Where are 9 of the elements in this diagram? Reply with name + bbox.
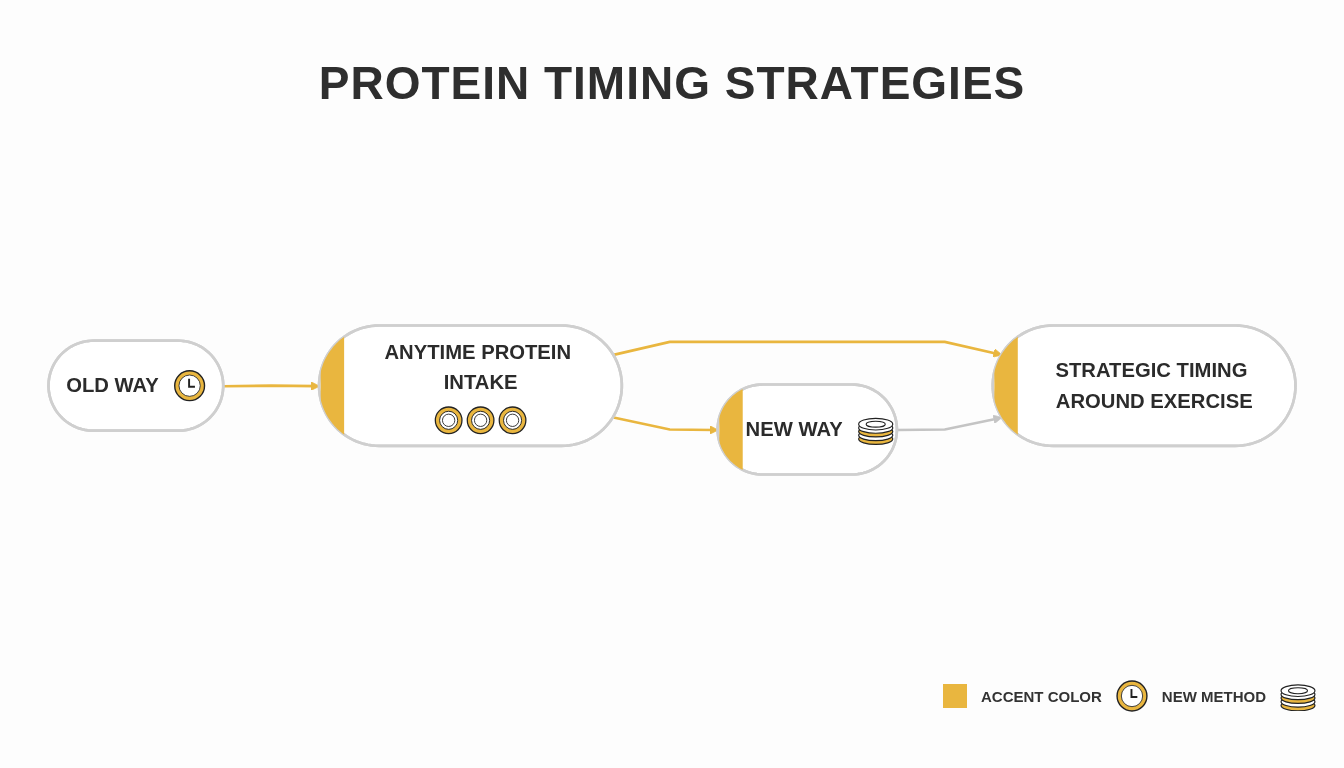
- node-label: ANYTIME PROTEIN INTAKE: [383, 339, 573, 396]
- legend-label: NEW METHOD: [1161, 687, 1266, 705]
- diagram-title: PROTEIN TIMING STRATEGIES: [318, 56, 1026, 110]
- arrow: [897, 414, 1003, 432]
- node-label: STRATEGIC TIMING AROUND EXERCISE: [1054, 357, 1254, 414]
- node-label: NEW WAY: [745, 416, 843, 442]
- arrow: [613, 340, 1003, 358]
- legend-label: ACCENT COLOR: [981, 687, 1102, 705]
- node-label: OLD WAY: [66, 372, 159, 399]
